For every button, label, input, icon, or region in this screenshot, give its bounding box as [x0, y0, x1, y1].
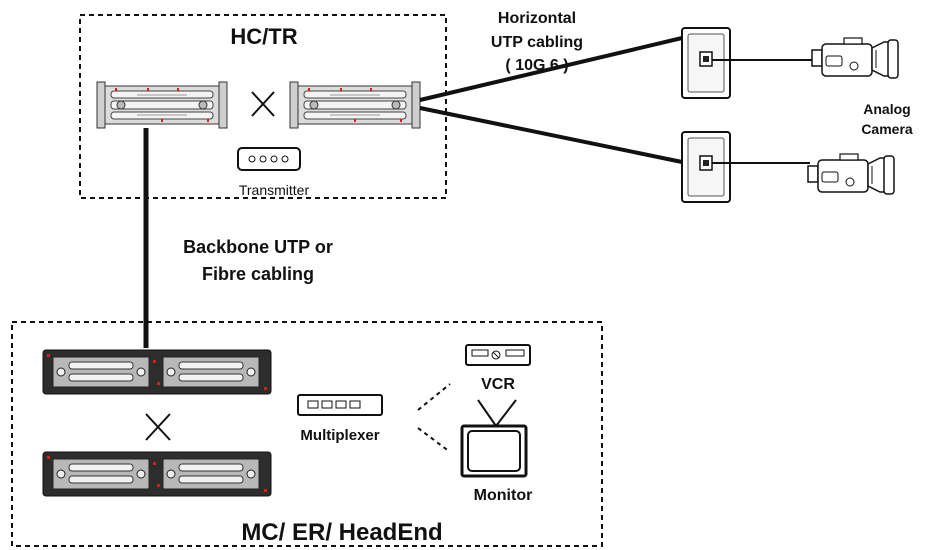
horizontal-cable-lower	[419, 106, 683, 164]
cross-connect-x-icon	[251, 91, 275, 117]
horizontal-label-line1: Horizontal	[498, 10, 576, 27]
tv-monitor-icon	[460, 399, 528, 478]
mc-er-zone-border	[11, 321, 603, 547]
transmitter-icon	[237, 147, 301, 171]
horizontal-label-line2: UTP cabling	[491, 34, 583, 51]
wall-outlet-icon-upper	[681, 27, 731, 99]
multiplexer-label: Multiplexer	[300, 427, 379, 444]
hc-patch-panel-right	[289, 81, 421, 129]
vcr-icon	[465, 344, 531, 366]
vcr-label: VCR	[481, 376, 515, 393]
monitor-label: Monitor	[474, 487, 533, 504]
hc-tr-zone-border	[79, 14, 447, 199]
analog-camera-label-line2: Camera	[861, 121, 913, 137]
camcorder-icon-lower	[807, 153, 895, 195]
mux-vcr-link	[417, 383, 451, 411]
multiplexer-icon	[297, 394, 383, 416]
horizontal-label-line3: ( 10G 6 )	[505, 57, 568, 74]
mc-rack-panel-lower	[42, 451, 272, 497]
horizontal-cable-upper	[419, 36, 683, 102]
hc-patch-panel-left	[96, 81, 228, 129]
mc-cross-connect-x-icon	[145, 413, 171, 441]
mc-rack-panel-upper	[42, 349, 272, 395]
transmitter-label: Transmitter	[239, 182, 310, 198]
backbone-label-line2: Fibre cabling	[202, 264, 314, 284]
hc-tr-title: HC/TR	[230, 24, 297, 49]
backbone-label-line1: Backbone UTP or	[183, 237, 333, 257]
analog-camera-label-line1: Analog	[863, 101, 910, 117]
mux-monitor-link	[417, 427, 451, 453]
mc-er-title: MC/ ER/ HeadEnd	[241, 519, 442, 546]
wall-outlet-icon-lower	[681, 131, 731, 203]
camcorder-icon-upper	[811, 37, 899, 79]
